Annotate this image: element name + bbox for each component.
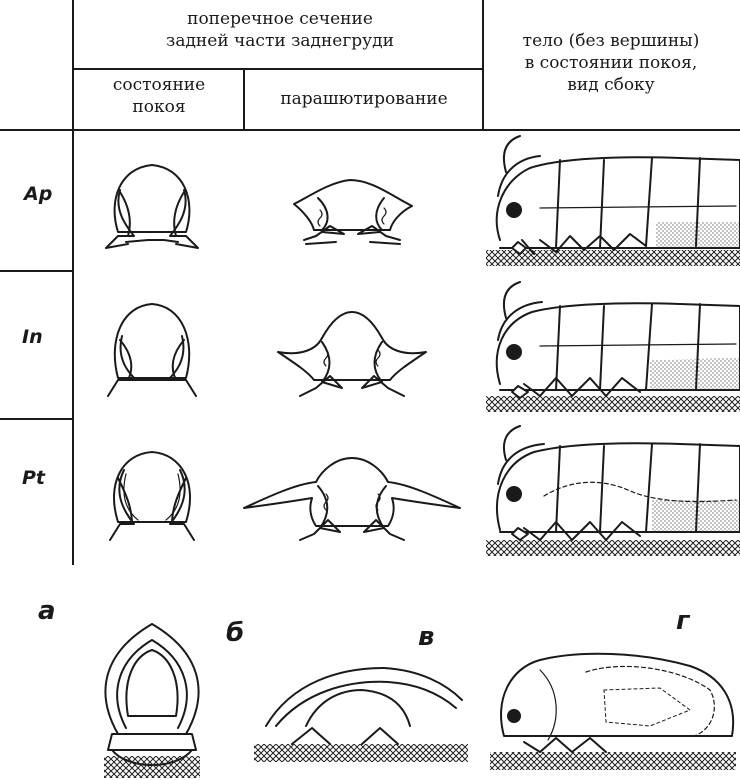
ap-rest-section [106,165,198,248]
panel-b-drawing [104,624,200,778]
pt-rest-section [110,452,194,540]
panel-g-drawing [490,654,736,770]
panel-v-drawing [254,668,468,762]
ap-parachute-section [294,180,412,244]
pt-parachute-section [244,458,460,540]
in-rest-section [108,304,196,396]
in-body-side [486,282,740,412]
in-parachute-section [278,312,426,396]
ap-body-side [486,136,740,266]
pt-body-side [486,426,740,556]
